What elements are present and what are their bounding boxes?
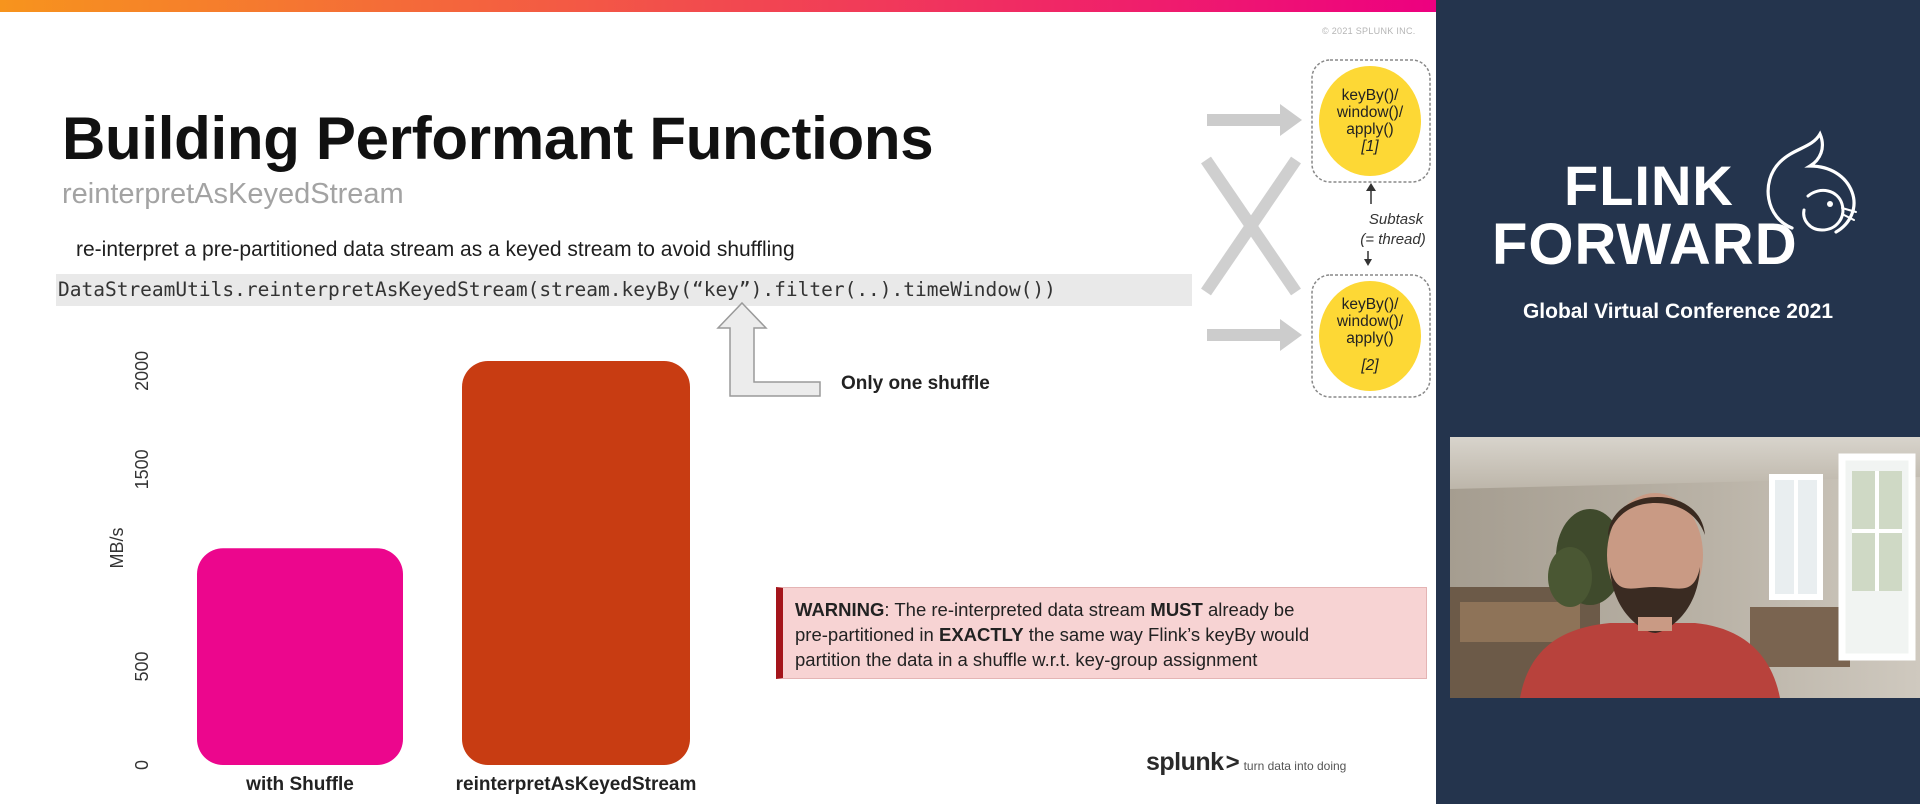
input-arrow-icon: [1207, 104, 1302, 136]
slide-title: Building Performant Functions: [62, 105, 934, 172]
warning-line-2: pre-partitioned in EXACTLY the same way …: [795, 624, 1310, 645]
squirrel-icon: [1766, 130, 1857, 234]
logo-forward-text: FORWARD: [1492, 212, 1798, 277]
node-1-line-4: [1]: [1360, 138, 1379, 155]
node-1-line-1: keyBy()/: [1342, 87, 1400, 104]
shuffle-annotation: Only one shuffle: [841, 373, 990, 394]
throughput-bar-chart: 0 500 1500 2000 with Shuffle reinterpretAsKe…: [107, 351, 697, 795]
speaker-webcam-video: [1450, 437, 1920, 698]
splunk-wordmark: splunk: [1146, 748, 1224, 776]
node-2-line-4: [2]: [1360, 357, 1379, 374]
logo-flink-text: FLINK: [1564, 154, 1734, 217]
x-tick-label: with Shuffle: [245, 774, 354, 795]
subtask-note-2: (= thread): [1360, 231, 1425, 248]
note-arrow-icon: [1366, 183, 1376, 191]
node-1-line-2: window()/: [1336, 104, 1404, 121]
y-tick-label: 1500: [132, 449, 152, 489]
presentation-slide: © 2021 SPLUNK INC. Building Performant F…: [0, 0, 1436, 795]
subtask-note-1: Subtask: [1369, 211, 1425, 228]
y-tick-label: 2000: [132, 351, 152, 391]
cross-line: [1201, 156, 1301, 296]
warning-box: WARNING: The re-interpreted data stream …: [776, 587, 1427, 679]
node-2-line-3: apply(): [1346, 330, 1393, 347]
note-arrow-icon: [1364, 259, 1372, 266]
shuffle-arrow-icon: [716, 301, 821, 397]
top-gradient-bar: [0, 0, 1436, 12]
splunk-logo: splunk>turn data into doing: [1146, 748, 1346, 777]
bar-reinterpret: [462, 361, 690, 765]
node-2-line-1: keyBy()/: [1342, 296, 1400, 313]
y-tick-label: 500: [132, 651, 152, 681]
conference-subtitle: Global Virtual Conference 2021: [1522, 300, 1834, 323]
code-snippet: DataStreamUtils.reinterpretAsKeyedStream…: [56, 274, 1192, 306]
warning-line-1: WARNING: The re-interpreted data stream …: [795, 599, 1295, 620]
bar-with-shuffle: [197, 548, 403, 765]
y-tick-label: 0: [132, 760, 152, 770]
y-axis-label: MB/s: [107, 527, 127, 568]
flink-forward-logo: FLINK FORWARD: [1484, 130, 1904, 290]
input-arrow-icon: [1207, 319, 1302, 351]
x-tick-label: reinterpretAsKeyedStream: [456, 774, 697, 795]
splunk-chevron-icon: >: [1225, 749, 1240, 776]
node-1-line-3: apply(): [1346, 121, 1393, 138]
warning-line-3: partition the data in a shuffle w.r.t. k…: [795, 649, 1258, 670]
copyright-notice: © 2021 SPLUNK INC.: [1322, 26, 1416, 36]
slide-description: re-interpret a pre-partitioned data stre…: [76, 238, 795, 261]
slide-subtitle: reinterpretAsKeyedStream: [62, 178, 404, 210]
subtask-diagram: keyBy()/ window()/ apply() [1] keyBy()/ …: [1201, 59, 1431, 398]
splunk-tagline: turn data into doing: [1243, 759, 1347, 773]
node-2-line-2: window()/: [1336, 313, 1404, 330]
